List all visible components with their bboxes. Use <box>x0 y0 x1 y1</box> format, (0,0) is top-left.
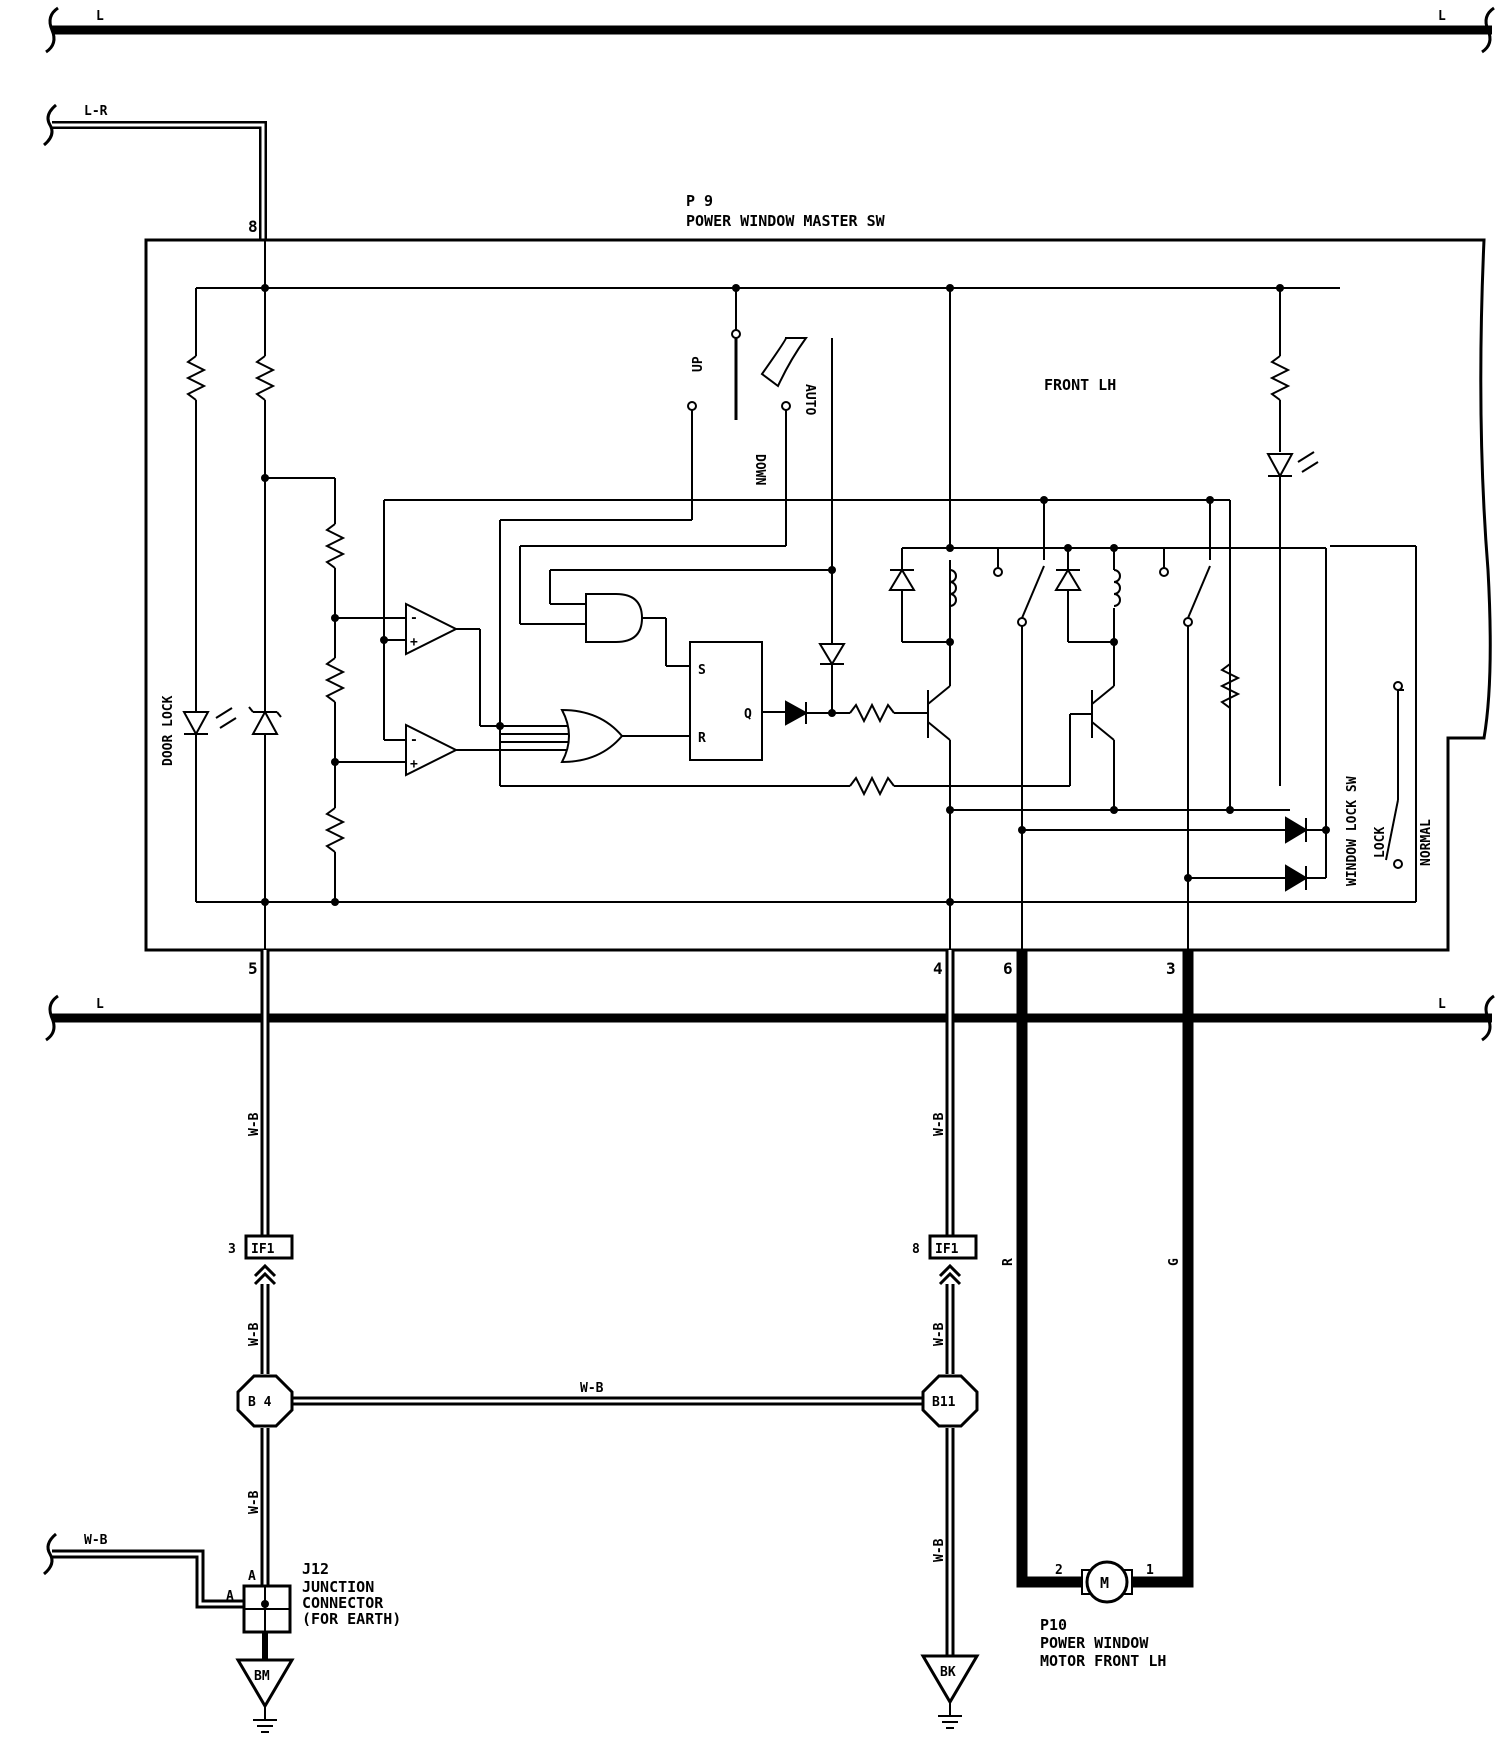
wire-label-horizontal: W-B <box>580 1381 604 1396</box>
ground-right-label: BK <box>940 1665 956 1680</box>
j12-junction: A A J12 JUNCTION CONNECTOR (FOR EARTH) <box>226 1560 401 1660</box>
top-bus: L L <box>45 6 1495 54</box>
wire-label-left-lower: W-B <box>247 1490 262 1514</box>
lock-label: LOCK <box>1373 827 1388 858</box>
motor-p10: M 2 1 P10 POWER WINDOW MOTOR FRONT LH <box>1040 1560 1166 1670</box>
if1-left-label: IF1 <box>251 1242 275 1257</box>
flipflop-r-label: R <box>698 731 706 746</box>
motor-symbol: M <box>1100 1574 1109 1592</box>
wb-wires <box>43 950 955 1656</box>
pin-8: 8 <box>248 217 258 236</box>
pin-5: 5 <box>248 959 258 978</box>
master-switch-box <box>144 238 1492 952</box>
flipflop-s-label: S <box>698 663 706 678</box>
ground-left: BM <box>235 1658 295 1733</box>
ground-right: BK <box>920 1654 980 1729</box>
switch-contacts <box>687 329 1403 869</box>
wire-label-left-mid: W-B <box>247 1322 262 1346</box>
opamp2-minus: - <box>410 733 418 748</box>
mid-bus-label-left: L <box>96 997 104 1012</box>
junction-dots <box>261 284 1330 906</box>
opamp1-minus: - <box>410 611 418 626</box>
wire-label-left-upper: W-B <box>247 1112 262 1136</box>
l-r-wire-label: L-R <box>84 104 108 119</box>
b4-connector: B 4 <box>236 1374 294 1428</box>
motor-pin-1: 1 <box>1146 1563 1154 1578</box>
if1-right-pin: 8 <box>912 1242 920 1257</box>
j12-code: J12 <box>302 1560 329 1578</box>
b4-label: B 4 <box>248 1395 272 1410</box>
down-label: DOWN <box>752 454 767 485</box>
wire-label-right-mid: W-B <box>932 1322 947 1346</box>
l-r-wire: L-R <box>43 103 267 240</box>
window-lock-sw-label: WINDOW LOCK SW <box>1345 776 1360 886</box>
wire-label-right-upper: W-B <box>932 1112 947 1136</box>
b11-connector: B11 <box>921 1374 979 1428</box>
b11-label: B11 <box>932 1395 956 1410</box>
wire-label-r: R <box>1001 1258 1016 1266</box>
front-lh-label: FRONT LH <box>1044 376 1116 394</box>
normal-label: NORMAL <box>1419 819 1434 866</box>
internal-circuit <box>182 240 1417 950</box>
if1-left-pin: 3 <box>228 1242 236 1257</box>
master-switch-name: POWER WINDOW MASTER SW <box>686 212 886 230</box>
motor-wires <box>1016 950 1194 1588</box>
j12-line1: JUNCTION <box>302 1578 374 1596</box>
wb-input-label: W-B <box>84 1533 108 1548</box>
motor-pin-2: 2 <box>1055 1563 1063 1578</box>
j12-pin-a-top: A <box>248 1569 256 1584</box>
mid-bus-label-right: L <box>1438 997 1446 1012</box>
pin-6: 6 <box>1003 959 1013 978</box>
pin-3: 3 <box>1166 959 1176 978</box>
motor-line1: POWER WINDOW <box>1040 1634 1149 1652</box>
wire-label-right-lower: W-B <box>932 1538 947 1562</box>
if1-right-connector: IF1 8 <box>912 1234 978 1286</box>
if1-left-connector: IF1 3 <box>228 1234 294 1286</box>
motor-line2: MOTOR FRONT LH <box>1040 1652 1166 1670</box>
wire-label-g: G <box>1167 1258 1182 1266</box>
master-switch-code: P 9 <box>686 192 713 210</box>
ground-left-label: BM <box>254 1669 270 1684</box>
top-bus-label-left: L <box>96 9 104 24</box>
j12-line2: CONNECTOR <box>302 1594 384 1612</box>
motor-code: P10 <box>1040 1616 1067 1634</box>
if1-right-label: IF1 <box>935 1242 959 1257</box>
middle-bus: L L <box>45 994 1495 1042</box>
j12-line3: (FOR EARTH) <box>302 1610 401 1628</box>
flipflop-q-label: Q <box>744 707 752 722</box>
top-bus-label-right: L <box>1438 9 1446 24</box>
opamp1-plus: + <box>410 635 418 650</box>
door-lock-label: DOOR LOCK <box>161 695 176 766</box>
auto-label: AUTO <box>802 384 817 415</box>
j12-pin-a-left: A <box>226 1589 234 1604</box>
pin-4: 4 <box>933 959 943 978</box>
up-label: UP <box>691 356 706 372</box>
opamp2-plus: + <box>410 757 418 772</box>
